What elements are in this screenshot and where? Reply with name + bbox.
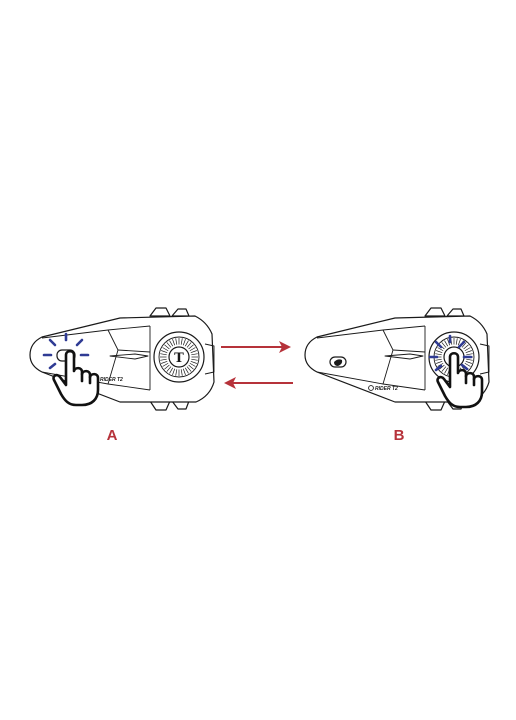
top-clip-left <box>425 308 445 316</box>
brand-label: RIDER T2 <box>100 377 123 383</box>
top-clip-right <box>447 309 464 316</box>
arrow-right <box>221 341 291 353</box>
dial-letter: T <box>174 351 184 366</box>
arrow-left <box>224 377 293 389</box>
device-b: RIDER T2 <box>305 308 489 410</box>
device-a: T RIDER T2 <box>30 308 214 410</box>
label-b: B <box>394 427 405 444</box>
top-clip-left <box>150 308 170 316</box>
top-clip-right <box>172 309 189 316</box>
brand-label: RIDER T2 <box>375 386 398 392</box>
label-a: A <box>107 427 118 444</box>
